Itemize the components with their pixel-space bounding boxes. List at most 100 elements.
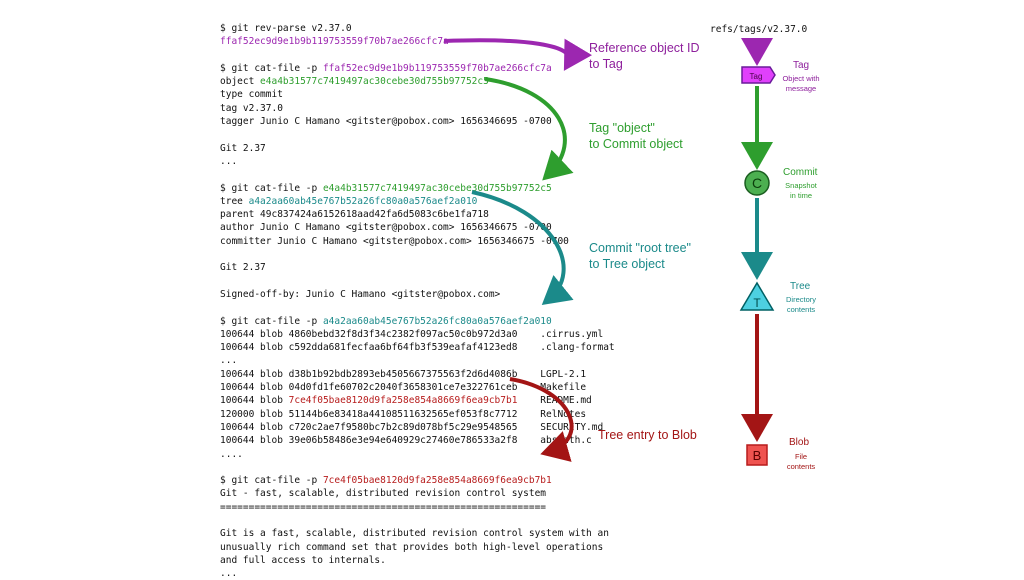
- object-id: a4a2aa60ab45e767b52a26fc80a0a576aef2a010: [322, 315, 552, 327]
- terminal-text: Signed-off-by: Junio C Hamano <gitster@p…: [220, 288, 501, 300]
- desc-line: contents: [786, 305, 816, 314]
- desc-line: message: [785, 84, 817, 93]
- terminal-text: tagger Junio C Hamano <gitster@pobox.com…: [220, 116, 552, 128]
- tree-node-icon: T: [739, 281, 775, 311]
- blob-node-icon: B: [746, 444, 768, 466]
- annotation-line: to Commit object: [589, 137, 683, 151]
- arrow-tag-to-commit: [484, 77, 574, 181]
- terminal-text: Git is a fast, scalable, distributed rev…: [220, 528, 609, 540]
- terminal-line: 100644 blob 7ce4f05bae8120d9fa258e854a86…: [220, 394, 640, 407]
- terminal-text: 100644 blob 4860bebd32f8d3f34c2382f097ac…: [220, 328, 604, 340]
- annotation-line: to Tag: [589, 57, 623, 71]
- desc-line: File: [794, 452, 808, 461]
- terminal-text: 120000 blob 51144b6e83418a44108511632565…: [220, 408, 587, 420]
- tag-node-title: Tag: [793, 60, 810, 71]
- terminal-line: 100644 blob 04d0fd1fe60702c2040f3658301c…: [220, 381, 640, 394]
- ref-name-label: refs/tags/v2.37.0: [710, 24, 808, 35]
- terminal-text: object: [220, 76, 261, 88]
- desc-line: in time: [789, 191, 813, 200]
- commit-glyph: C: [752, 175, 762, 191]
- object-id: a4a2aa60ab45e767b52a26fc80a0a576aef2a010: [248, 195, 478, 207]
- terminal-line: author Junio C Hamano <gitster@pobox.com…: [220, 221, 640, 234]
- tag-node-icon: Tag: [741, 66, 776, 84]
- terminal-text: tag v2.37.0: [220, 102, 283, 114]
- blob-glyph: B: [753, 448, 762, 463]
- terminal-text: 100644 blob: [220, 395, 289, 407]
- tree-glyph: T: [753, 296, 761, 310]
- terminal-line: $ git cat-file -p 7ce4f05bae8120d9fa258e…: [220, 474, 640, 487]
- terminal-line: $ git cat-file -p a4a2aa60ab45e767b52a26…: [220, 315, 640, 328]
- terminal-text: $ git cat-file -p: [220, 475, 323, 487]
- terminal-text: author Junio C Hamano <gitster@pobox.com…: [220, 222, 552, 234]
- desc-line: Directory: [785, 295, 816, 304]
- terminal-line: $ git cat-file -p ffaf52ec9d9e1b9b119753…: [220, 62, 640, 75]
- object-id: e4a4b31577c7419497ac30cebe30d755b97752c5: [260, 76, 489, 88]
- terminal-line: ffaf52ec9d9e1b9b119753559f70b7ae266cfc7a: [220, 35, 640, 48]
- annotation-line: Tree entry to Blob: [598, 428, 697, 442]
- annotation-line: Commit "root tree": [589, 241, 691, 255]
- terminal-line: ========================================…: [220, 501, 640, 514]
- annotation-commit-to-tree: Commit "root tree" to Tree object: [589, 240, 691, 272]
- object-id: ffaf52ec9d9e1b9b119753559f70b7ae266cfc7a: [220, 36, 449, 48]
- object-id: ffaf52ec9d9e1b9b119753559f70b7ae266cfc7a: [322, 62, 552, 74]
- arrow-ref-to-tag: [443, 38, 592, 71]
- terminal-text: Git 2.37: [220, 142, 266, 154]
- annotation-tag-to-commit: Tag "object" to Commit object: [589, 120, 683, 152]
- terminal-line: $ git cat-file -p e4a4b31577c7419497ac30…: [220, 182, 640, 195]
- desc-line: contents: [786, 462, 816, 471]
- object-id: 7ce4f05bae8120d9fa258e854a8669f6ea9cb7b1: [322, 475, 552, 487]
- tree-node-title: Tree: [790, 281, 811, 292]
- terminal-text: parent 49c837424a6152618aad42fa6d5083c6b…: [220, 209, 489, 221]
- terminal-output: $ git rev-parse v2.37.0 ffaf52ec9d9e1b9b1…: [220, 22, 640, 580]
- terminal-line: Git - fast, scalable, distributed revisi…: [220, 487, 640, 500]
- desc-line: Object with: [782, 74, 820, 83]
- terminal-text: 100644 blob 04d0fd1fe60702c2040f3658301c…: [220, 382, 587, 394]
- terminal-text: ...: [220, 355, 238, 367]
- annotation-tree-to-blob: Tree entry to Blob: [598, 427, 697, 443]
- terminal-text: $ git cat-file -p: [220, 315, 323, 327]
- object-id: e4a4b31577c7419497ac30cebe30d755b97752c5: [322, 182, 552, 194]
- annotation-line: Tag "object": [589, 121, 655, 135]
- terminal-line: Git is a fast, scalable, distributed rev…: [220, 527, 640, 540]
- tag-glyph: Tag: [750, 72, 763, 81]
- terminal-line: unusually rich command set that provides…: [220, 541, 640, 554]
- commit-node-description: Snapshot in time: [770, 181, 832, 201]
- blob-node-title: Blob: [789, 437, 810, 448]
- terminal-line: and full access to internals.: [220, 554, 640, 567]
- terminal-text: ....: [220, 448, 243, 460]
- terminal-text: ========================================…: [220, 501, 547, 513]
- terminal-text: 100644 blob d38b1b92bdb2893eb45056673755…: [220, 368, 587, 380]
- terminal-line: tagger Junio C Hamano <gitster@pobox.com…: [220, 115, 640, 128]
- terminal-line: $ git rev-parse v2.37.0: [220, 22, 640, 35]
- arrow-tree-to-blob: [509, 377, 574, 462]
- terminal-text: type commit: [220, 89, 283, 101]
- terminal-line: 100644 blob c592dda681fecfaa6bf64fb3f539…: [220, 341, 640, 354]
- terminal-line: ...: [220, 155, 640, 168]
- tree-node-description: Directory contents: [770, 295, 832, 315]
- terminal-line: parent 49c837424a6152618aad42fa6d5083c6b…: [220, 208, 640, 221]
- terminal-line: tree a4a2aa60ab45e767b52a26fc80a0a576aef…: [220, 195, 640, 208]
- annotation-ref-to-tag: Reference object ID to Tag: [589, 40, 699, 72]
- blob-node-description: File contents: [770, 452, 832, 472]
- terminal-line: Signed-off-by: Junio C Hamano <gitster@p…: [220, 288, 640, 301]
- terminal-line: Git 2.37: [220, 261, 640, 274]
- tag-node-description: Object with message: [770, 74, 832, 94]
- arrow-commit-to-tree: [471, 190, 574, 306]
- desc-line: Snapshot: [785, 181, 817, 190]
- terminal-text: unusually rich command set that provides…: [220, 541, 604, 553]
- commit-node-title: Commit: [783, 167, 818, 178]
- terminal-text: README.md: [517, 395, 592, 407]
- terminal-text: tree: [220, 195, 249, 207]
- terminal-text: Git 2.37: [220, 262, 266, 274]
- annotation-line: Reference object ID: [589, 41, 700, 55]
- terminal-line: ....: [220, 448, 640, 461]
- terminal-text: $ git cat-file -p: [220, 62, 323, 74]
- terminal-line: ...: [220, 354, 640, 367]
- terminal-text: Git - fast, scalable, distributed revisi…: [220, 488, 547, 500]
- commit-node-icon: C: [744, 170, 770, 196]
- terminal-text: $ git cat-file -p: [220, 182, 323, 194]
- terminal-line: type commit: [220, 88, 640, 101]
- terminal-line: Git 2.37: [220, 142, 640, 155]
- terminal-text: $ git rev-parse v2.37.0: [220, 23, 352, 34]
